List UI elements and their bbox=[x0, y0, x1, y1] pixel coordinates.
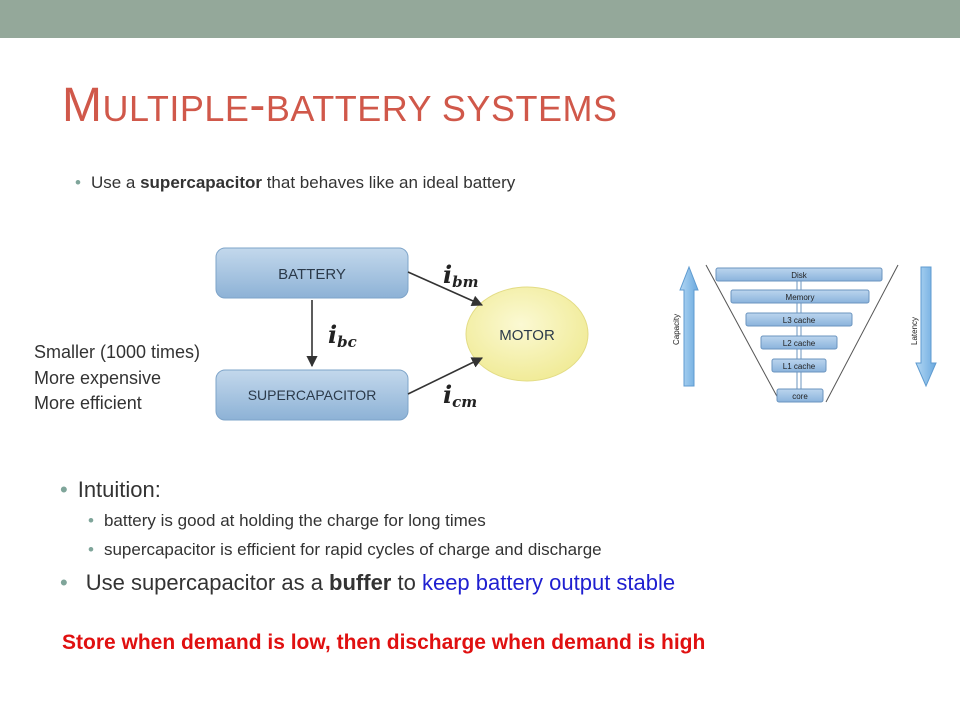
funnel-left-line bbox=[705, 264, 781, 403]
level-core-label: core bbox=[792, 392, 808, 401]
motor-circle bbox=[465, 286, 589, 382]
capacity-label: Capacity bbox=[672, 314, 681, 345]
motor-label: MOTOR bbox=[499, 327, 555, 344]
current-base: i bbox=[443, 380, 452, 409]
title-dash: - bbox=[249, 79, 266, 132]
text-part: Intuition: bbox=[77, 477, 161, 502]
bullet-dot-icon: • bbox=[88, 511, 94, 530]
trait-efficient: More efficient bbox=[34, 393, 142, 413]
text-part: battery is good at holding the charge fo… bbox=[103, 511, 486, 530]
trait-smaller: Smaller (1000 times) bbox=[34, 342, 201, 362]
bullet-dot-icon: • bbox=[88, 540, 94, 559]
current-base: i bbox=[443, 260, 452, 289]
arrow-battery-motor bbox=[407, 271, 484, 307]
text-part: Use supercapacitor as a bbox=[85, 570, 330, 595]
current-subscript: bc bbox=[337, 333, 357, 351]
sub-bullet-battery: • battery is good at holding the charge f… bbox=[88, 511, 486, 531]
funnel-right-line bbox=[825, 264, 899, 403]
bullet-supercapacitor: • Use a supercapacitor that behaves like … bbox=[75, 173, 515, 193]
slide-title: MULTIPLE-BATTERY SYSTEMS bbox=[62, 78, 617, 133]
bullet-intuition: • Intuition: bbox=[60, 477, 161, 503]
level-l2 bbox=[760, 335, 838, 350]
current-subscript: bm bbox=[452, 273, 478, 291]
red-conclusion: Store when demand is low, then discharge… bbox=[62, 631, 706, 654]
capacity-up-arrow-icon bbox=[679, 265, 699, 387]
bullet-dot-icon: • bbox=[60, 477, 68, 502]
title-initial: M bbox=[62, 79, 103, 132]
memory-hierarchy-diagram: Capacity Latency Disk Memory L3 cache L2… bbox=[672, 264, 937, 403]
title-part-2: BATTERY SYSTEMS bbox=[265, 88, 618, 129]
text-part: that behaves like an ideal battery bbox=[261, 173, 516, 192]
trait-expensive: More expensive bbox=[34, 367, 162, 388]
latency-down-arrow-icon bbox=[915, 266, 937, 388]
supercapacitor-traits: Smaller (1000 times) More expensive More… bbox=[34, 340, 200, 417]
supercapacitor-box bbox=[215, 369, 409, 421]
bullet-buffer: • Use supercapacitor as a buffer to keep … bbox=[60, 570, 675, 596]
bold-text: buffer bbox=[329, 570, 392, 595]
bullet-dot-icon: • bbox=[75, 173, 81, 192]
bullet-dot-icon: • bbox=[60, 570, 68, 595]
level-l3-label: L3 cache bbox=[783, 316, 816, 325]
sub-bullet-supercap: • supercapacitor is efficient for rapid c… bbox=[88, 540, 602, 560]
level-l1-label: L1 cache bbox=[783, 362, 816, 371]
current-base: i bbox=[328, 320, 337, 349]
level-memory-label: Memory bbox=[786, 293, 815, 302]
battery-label: BATTERY bbox=[278, 266, 346, 283]
circuit-diagram: BATTERY SUPERCAPACITOR MOTOR ibm ibc icm bbox=[215, 247, 589, 421]
latency-label: Latency bbox=[910, 317, 919, 345]
level-l2-label: L2 cache bbox=[783, 339, 816, 348]
title-part-1: ULTIPLE bbox=[102, 88, 250, 129]
level-disk-label: Disk bbox=[791, 271, 808, 280]
supercapacitor-label: SUPERCAPACITOR bbox=[248, 387, 377, 403]
top-accent-bar bbox=[0, 0, 960, 38]
label-i-bc: ibc bbox=[328, 320, 357, 351]
level-core bbox=[776, 388, 824, 403]
level-connectors bbox=[796, 281, 802, 389]
label-i-cm: icm bbox=[443, 380, 477, 411]
bold-text: supercapacitor bbox=[140, 173, 262, 192]
text-part: supercapacitor is efficient for rapid cy… bbox=[103, 540, 602, 559]
highlight-text: keep battery output stable bbox=[421, 570, 676, 595]
level-disk bbox=[715, 267, 883, 282]
label-i-bm: ibm bbox=[443, 260, 479, 291]
level-memory bbox=[730, 289, 870, 304]
text-part: to bbox=[391, 570, 422, 595]
level-l3 bbox=[745, 312, 853, 327]
text-part: Use a bbox=[90, 173, 141, 192]
battery-box bbox=[215, 247, 409, 299]
current-subscript: cm bbox=[452, 393, 477, 411]
level-l1 bbox=[771, 358, 827, 373]
arrow-supercap-motor bbox=[407, 357, 484, 395]
